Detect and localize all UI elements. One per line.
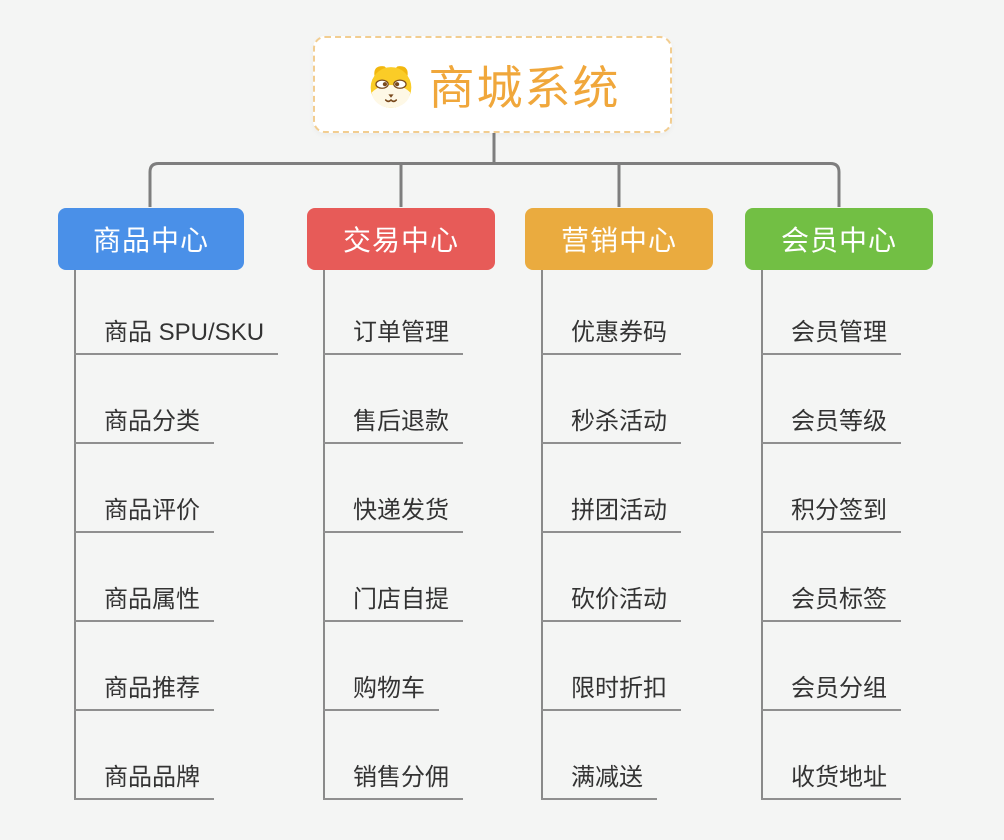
child-node: 快递发货 — [323, 444, 573, 533]
branch-trade-center: 交易中心 订单管理 售后退款 快递发货 门店自提 购物车 销售分佣 — [307, 208, 495, 800]
child-node-label[interactable]: 订单管理 — [323, 312, 463, 355]
child-node: 商品分类 — [74, 355, 324, 444]
child-node: 收货地址 — [761, 711, 1004, 800]
child-node-label[interactable]: 秒杀活动 — [541, 401, 681, 444]
child-node: 拼团活动 — [541, 444, 791, 533]
child-node-label[interactable]: 购物车 — [323, 668, 439, 711]
branch-children: 订单管理 售后退款 快递发货 门店自提 购物车 销售分佣 — [323, 266, 573, 800]
shiba-dog-icon — [370, 65, 411, 108]
child-node: 门店自提 — [323, 533, 573, 622]
child-node-label[interactable]: 商品推荐 — [74, 668, 214, 711]
child-node: 会员等级 — [761, 355, 1004, 444]
child-node: 商品评价 — [74, 444, 324, 533]
child-node-label[interactable]: 商品属性 — [74, 579, 214, 622]
child-node: 售后退款 — [323, 355, 573, 444]
child-node: 销售分佣 — [323, 711, 573, 800]
child-node-label[interactable]: 优惠券码 — [541, 312, 681, 355]
child-node-label[interactable]: 门店自提 — [323, 579, 463, 622]
child-node: 秒杀活动 — [541, 355, 791, 444]
child-node: 订单管理 — [323, 266, 573, 355]
child-node: 商品推荐 — [74, 622, 324, 711]
child-node: 积分签到 — [761, 444, 1004, 533]
branch-header-marketing-center[interactable]: 营销中心 — [525, 208, 713, 270]
child-node: 会员管理 — [761, 266, 1004, 355]
branch-trunk-line — [74, 270, 76, 800]
branch-trunk-line — [541, 270, 543, 800]
branch-product-center: 商品中心 商品 SPU/SKU 商品分类 商品评价 商品属性 商品推荐 商品品牌 — [58, 208, 279, 800]
branch-children: 会员管理 会员等级 积分签到 会员标签 会员分组 收货地址 — [761, 266, 1004, 800]
child-node-label[interactable]: 会员管理 — [761, 312, 901, 355]
root-title: 商城系统 — [428, 61, 621, 114]
child-node-label[interactable]: 拼团活动 — [541, 490, 681, 533]
child-node-label[interactable]: 销售分佣 — [323, 757, 463, 800]
child-node-label[interactable]: 商品 SPU/SKU — [74, 312, 279, 355]
child-node-label[interactable]: 收货地址 — [761, 757, 901, 800]
child-node: 商品属性 — [74, 533, 324, 622]
branch-children: 商品 SPU/SKU 商品分类 商品评价 商品属性 商品推荐 商品品牌 — [74, 266, 324, 800]
child-node: 商品 SPU/SKU — [74, 266, 324, 355]
child-node-label[interactable]: 商品分类 — [74, 401, 214, 444]
branch-marketing-center: 营销中心 优惠券码 秒杀活动 拼团活动 砍价活动 限时折扣 满减送 — [525, 208, 713, 800]
child-node: 限时折扣 — [541, 622, 791, 711]
child-node: 优惠券码 — [541, 266, 791, 355]
child-node-label[interactable]: 会员等级 — [761, 401, 901, 444]
child-node: 会员分组 — [761, 622, 1004, 711]
child-node-label[interactable]: 会员分组 — [761, 668, 901, 711]
child-node-label[interactable]: 积分签到 — [761, 490, 901, 533]
child-node-label[interactable]: 商品评价 — [74, 490, 214, 533]
root-node[interactable]: 商城系统 — [313, 36, 672, 133]
child-node-label[interactable]: 会员标签 — [761, 579, 901, 622]
branch-trunk-line — [761, 270, 763, 800]
child-node: 商品品牌 — [74, 711, 324, 800]
child-node-label[interactable]: 限时折扣 — [541, 668, 681, 711]
child-node-label[interactable]: 砍价活动 — [541, 579, 681, 622]
branch-member-center: 会员中心 会员管理 会员等级 积分签到 会员标签 会员分组 收货地址 — [745, 208, 933, 800]
child-node: 满减送 — [541, 711, 791, 800]
child-node: 砍价活动 — [541, 533, 791, 622]
child-node: 购物车 — [323, 622, 573, 711]
child-node-label[interactable]: 售后退款 — [323, 401, 463, 444]
branch-children: 优惠券码 秒杀活动 拼团活动 砍价活动 限时折扣 满减送 — [541, 266, 791, 800]
child-node-label[interactable]: 快递发货 — [323, 490, 463, 533]
child-node-label[interactable]: 满减送 — [541, 757, 657, 800]
branch-header-product-center[interactable]: 商品中心 — [58, 208, 244, 270]
branch-trunk-line — [323, 270, 325, 800]
child-node: 会员标签 — [761, 533, 1004, 622]
child-node-label[interactable]: 商品品牌 — [74, 757, 214, 800]
branch-header-trade-center[interactable]: 交易中心 — [307, 208, 495, 270]
branch-header-member-center[interactable]: 会员中心 — [745, 208, 933, 270]
